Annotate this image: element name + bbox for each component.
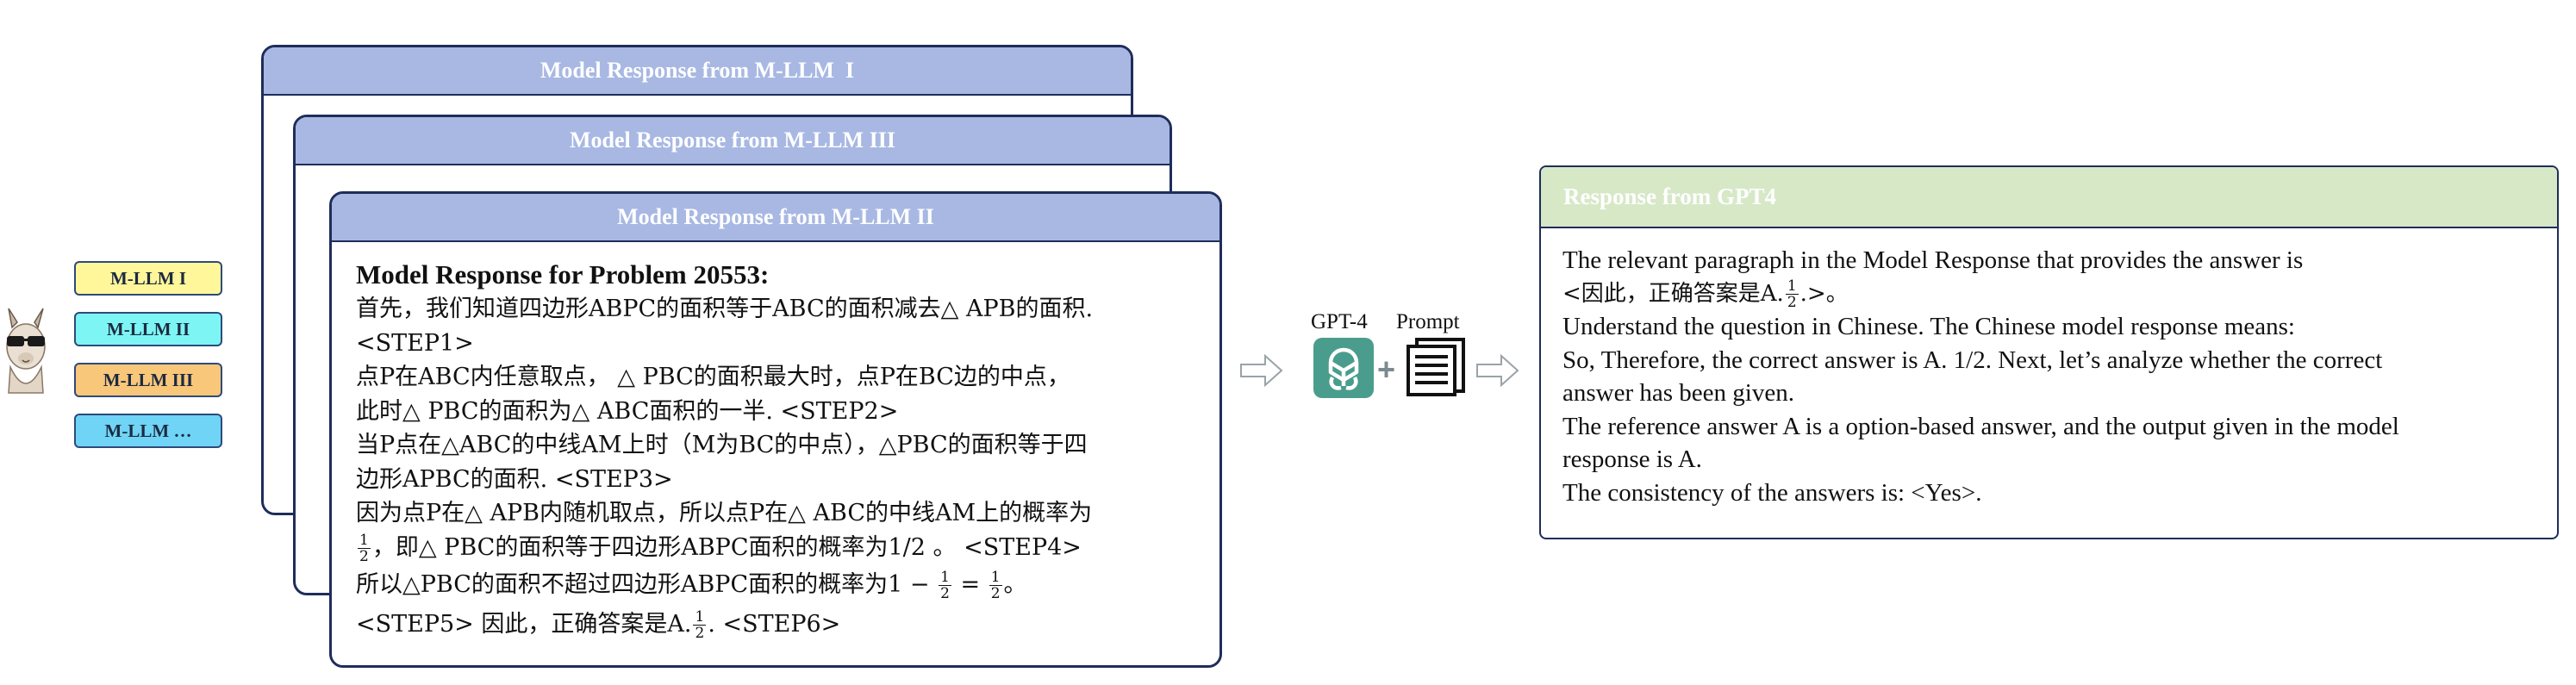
openai-logo-icon — [1313, 338, 1374, 398]
model-chip-m-llm-i: M-LLM I — [74, 261, 222, 296]
response-line: The reference answer A is a option-based… — [1562, 412, 2399, 440]
gpt4-response-title: Response from GPT4 — [1541, 167, 2557, 228]
plus-icon: + — [1377, 352, 1396, 387]
response-line: 首先，我们知道四边形ABPC的面积等于ABC的面积减去△ APB的面积. — [356, 296, 1094, 322]
response-line: response is A. — [1562, 445, 1702, 473]
response-line: 当P点在△ABC的中线AM上时（M为BC的中点），△PBC的面积等于四 — [356, 432, 1088, 458]
problem-title: Model Response for Problem 20553: — [356, 259, 770, 290]
flow-arrow-icon — [1476, 353, 1519, 388]
response-line: 因为点P在△ APB内随机取点，所以点P在△ ABC的中线AM上的概率为 — [356, 500, 1093, 526]
response-line: <STEP1> — [356, 329, 474, 357]
llama-mascot-icon — [6, 308, 46, 394]
response-line: 边形APBC的面积. <STEP3> — [356, 465, 673, 493]
model-chip-m-llm-more: M-LLM … — [74, 414, 222, 448]
response-line: The relevant paragraph in the Model Resp… — [1562, 246, 2304, 274]
gpt4-response-panel: Response from GPT4 The relevant paragrap… — [1539, 165, 2559, 539]
gpt4-label: GPT-4 — [1311, 310, 1368, 333]
model-response-text: Model Response for Problem 20553: 首先，我们知… — [332, 242, 1219, 641]
response-line: answer has been given. — [1562, 379, 1794, 407]
gpt4-response-text: The relevant paragraph in the Model Resp… — [1541, 228, 2557, 509]
response-line: The consistency of the answers is: <Yes>… — [1562, 478, 1982, 507]
response-line: So, Therefore, the correct answer is A. … — [1562, 346, 2383, 374]
model-chip-m-llm-ii: M-LLM II — [74, 312, 222, 346]
card-title-back: Model Response from M-LLM I — [264, 47, 1131, 96]
card-title-middle: Model Response from M-LLM III — [296, 117, 1169, 165]
response-card-front: Model Response from M-LLM II Model Respo… — [329, 191, 1222, 668]
response-line: 此时△ PBC的面积为△ ABC面积的一半. <STEP2> — [356, 397, 899, 425]
flow-arrow-icon — [1240, 353, 1283, 388]
document-icon — [1407, 338, 1465, 396]
prompt-label: Prompt — [1396, 310, 1460, 333]
response-line: 点P在ABC内任意取点， △ PBC的面积最大时，点P在BC边的中点， — [356, 364, 1070, 390]
card-title-front: Model Response from M-LLM II — [332, 194, 1219, 242]
response-line: Understand the question in Chinese. The … — [1562, 313, 2295, 340]
model-chip-m-llm-iii: M-LLM III — [74, 363, 222, 397]
